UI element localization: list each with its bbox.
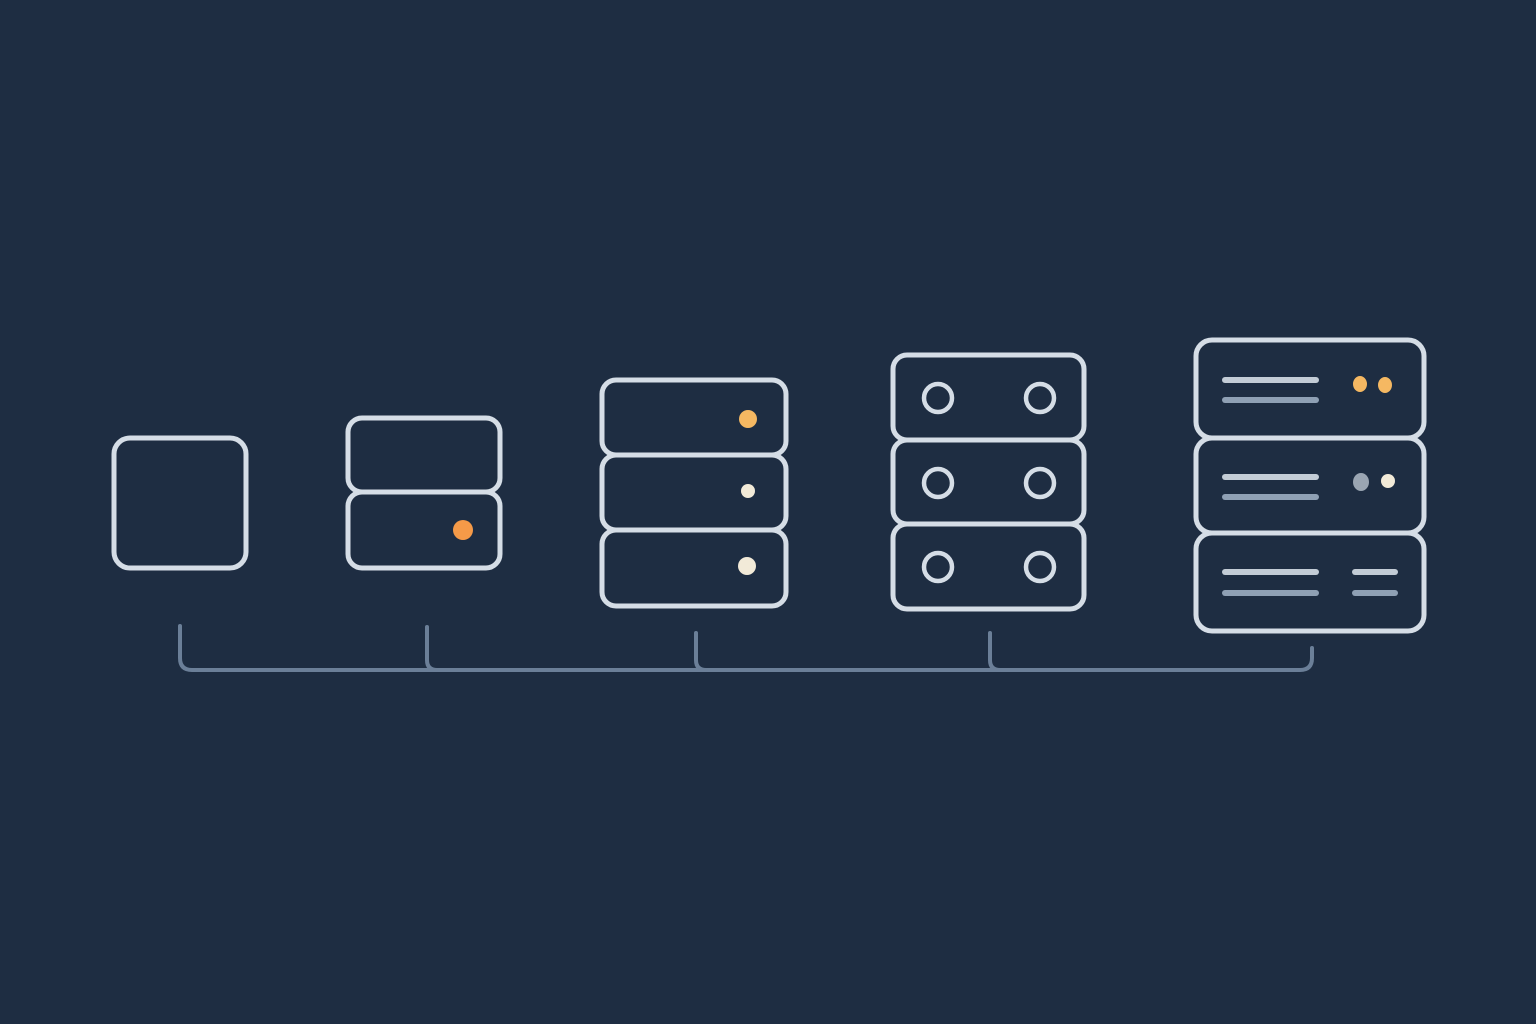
status-dot (738, 557, 756, 575)
status-dot (1353, 376, 1367, 392)
port-ring (921, 466, 955, 500)
port-ring (1023, 550, 1057, 584)
status-dot (453, 520, 473, 540)
status-dot (1381, 474, 1395, 488)
timeline-tick (425, 625, 439, 672)
status-dot (1378, 377, 1392, 393)
stage-3-three-blocks (599, 377, 789, 609)
timeline-tick (694, 631, 708, 672)
port-ring (1023, 466, 1057, 500)
port-ring (921, 381, 955, 415)
port-ring (921, 550, 955, 584)
stage-2-two-blocks (345, 415, 503, 571)
timeline-tick (988, 631, 1002, 672)
stage-1-single-block (111, 435, 249, 571)
port-ring (1023, 381, 1057, 415)
status-dot (739, 410, 757, 428)
stage-5-server-rack (1193, 337, 1427, 634)
status-dot (1353, 473, 1369, 491)
stage-4-port-blocks (890, 352, 1087, 612)
timeline-connector (178, 624, 1314, 672)
status-dot (741, 484, 755, 498)
